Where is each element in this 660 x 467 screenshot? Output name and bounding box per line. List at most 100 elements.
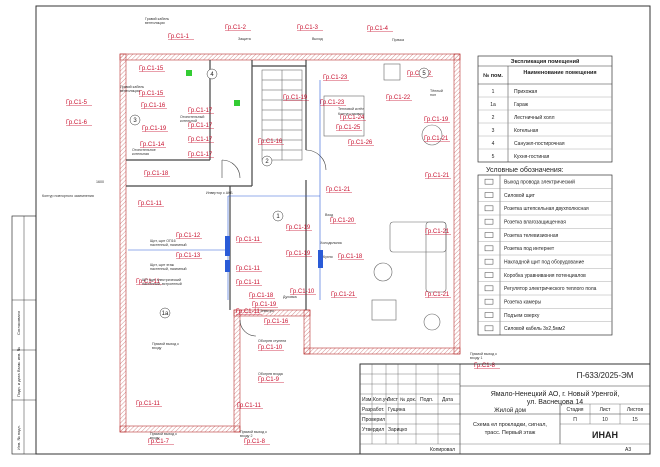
plan-note: Контур повторного заземления [42, 194, 94, 198]
room-marker [261, 155, 273, 167]
plan-note: Тепловой котёл [338, 107, 364, 111]
room-marker [418, 67, 430, 79]
format-label: А3 [625, 447, 631, 453]
room-number: 1а [162, 311, 169, 317]
sheets-value: 15 [632, 417, 638, 423]
circuit-label: Гр.С1-11 [237, 403, 261, 409]
plan-note: Прямой выход к [152, 342, 179, 346]
circuit-label: Гр.С1-11 [136, 401, 160, 407]
plan-note: входу 2 [240, 434, 252, 438]
circuit-label: Гр.С1-11 [236, 309, 260, 315]
circuit-label: Гр.С1-8 [244, 439, 266, 445]
circuit-label: Гр.С1-21 [326, 187, 351, 193]
label-leaders [66, 30, 500, 445]
plan-note: входу 1 [470, 356, 482, 360]
legend-item: Розетка под интернет [504, 246, 555, 252]
circuit-label: Гр.С1-18 [338, 254, 363, 260]
room-number: 5 [422, 71, 426, 77]
circuit-label: Гр.С1-12 [176, 233, 201, 239]
circuit-label: Гр.С1-19 [252, 302, 277, 308]
circuit-label: Гр.С1-11 [136, 279, 160, 285]
circuit-label: Гр.С1-15 [139, 66, 164, 72]
col-doc: № док. [400, 397, 416, 403]
explication-num: 1а [490, 102, 496, 108]
legend-item: Коробка уравнивания потенциалов [504, 273, 586, 279]
explication-col-name: Наименование помещения [523, 70, 596, 76]
plan-note: Прямой выход к [470, 352, 497, 356]
side-stamp-2: Взам. инв. № [16, 347, 21, 372]
explication-num: 3 [492, 128, 495, 134]
side-stamp-3: Подп. и дата [16, 373, 21, 397]
legend-item: Силовой щит [504, 192, 536, 199]
plan-note: Прямой выход к [150, 432, 177, 436]
explication-name: Кухня-гостиная [514, 154, 550, 160]
plan-note: Гравий кабель [145, 17, 169, 21]
col-izm: Изм. [362, 397, 373, 403]
circuit-label: Гр.С1-17 [188, 108, 213, 114]
copied-label: Копировал [430, 447, 455, 453]
circuit-label: Гр.С1-17 [188, 123, 213, 129]
electrical-panels [186, 70, 323, 272]
plan-note: котельной [180, 119, 197, 123]
sheet-title-1: Схема ел прокладки, сигнал, [473, 422, 547, 428]
circuit-label: Гр.С1-21 [425, 292, 450, 298]
plan-note: Вход [325, 213, 334, 217]
title-block: П-633/2025-ЭМ Ямало-Ненецкий АО, г. Новы… [359, 363, 651, 455]
plan-note: настенный, наземный [150, 267, 187, 271]
sheet-header: Лист [600, 407, 612, 413]
legend-symbol-icon [484, 218, 494, 225]
object-name: Жилой дом [494, 407, 526, 414]
legend-item: Накладной щит под оборудование [504, 258, 584, 265]
plan-note: Прачка [392, 38, 404, 42]
side-stamp: Согласовано Взам. инв. № Подп. и дата Ин… [11, 215, 37, 455]
circuit-label: Гр.С1-11 [236, 280, 260, 286]
plan-note: Гравий кабель [120, 85, 144, 89]
plan-note: Духовка [283, 295, 297, 299]
circuit-label: Гр.С1-25 [336, 125, 361, 131]
col-kol: Кол.уч. [373, 397, 389, 403]
room-number: 3 [133, 118, 137, 124]
circuit-label: Гр.С1-19 [142, 126, 167, 132]
explication-table: Экспликация помещений № пом. Наименовани… [477, 55, 613, 163]
explication-name: Прихожая [514, 89, 537, 95]
legend: Условные обозначения: Выход провода элек… [477, 166, 613, 336]
plan-note: Контур газового [338, 112, 364, 116]
legend-symbol-icon [484, 232, 494, 238]
plan-note: Холодильник [320, 241, 342, 245]
circuit-label: Гр.С1-10 [290, 289, 315, 295]
circuit-label: Гр.С1-19 [286, 225, 311, 231]
circuit-label: Гр.С1-21 [425, 229, 450, 235]
circuit-label: Гр.С1-19 [283, 95, 308, 101]
circuit-label: Гр.С1-24 [340, 115, 365, 121]
plan-note: 1600 [96, 180, 104, 184]
legend-item: Выход провода электрический [504, 178, 575, 185]
circuit-label: Гр.С1-21 [424, 136, 449, 142]
plan-note: котельная [132, 152, 149, 156]
explication-num: 1 [492, 89, 495, 95]
room-number: 4 [210, 72, 214, 78]
room-marker [159, 307, 171, 319]
stage-value: П [573, 417, 577, 423]
col-date: Дата [442, 397, 453, 403]
side-stamp-4: Инв. № подл. [16, 425, 21, 450]
explication-col-num: № пом. [483, 73, 503, 79]
circuit-label: Гр.С1-19 [424, 117, 449, 123]
plan-note: Инвертор с АКБ [206, 191, 233, 195]
circuit-label: Гр.С1-11 [138, 201, 162, 207]
side-stamp-1: Согласовано [16, 310, 21, 335]
sheets-header: Листов [627, 407, 644, 413]
plan-note: Отопительное [132, 148, 156, 152]
sheet-value: 10 [602, 417, 608, 423]
circuit-label: Гр.С1-16 [141, 103, 166, 109]
circuit-label: Гр.С1-16 [264, 319, 289, 325]
circuit-label: Гр.С1-21 [331, 292, 356, 298]
circuit-label: Гр.С1-23 [323, 75, 348, 81]
explication-name: Лестничный холл [514, 114, 555, 121]
legend-item: Розетка камеры [504, 299, 542, 305]
plan-note: Обогрев ступени [258, 339, 286, 343]
plan-note: входу [150, 436, 160, 440]
room-marker [129, 114, 141, 126]
